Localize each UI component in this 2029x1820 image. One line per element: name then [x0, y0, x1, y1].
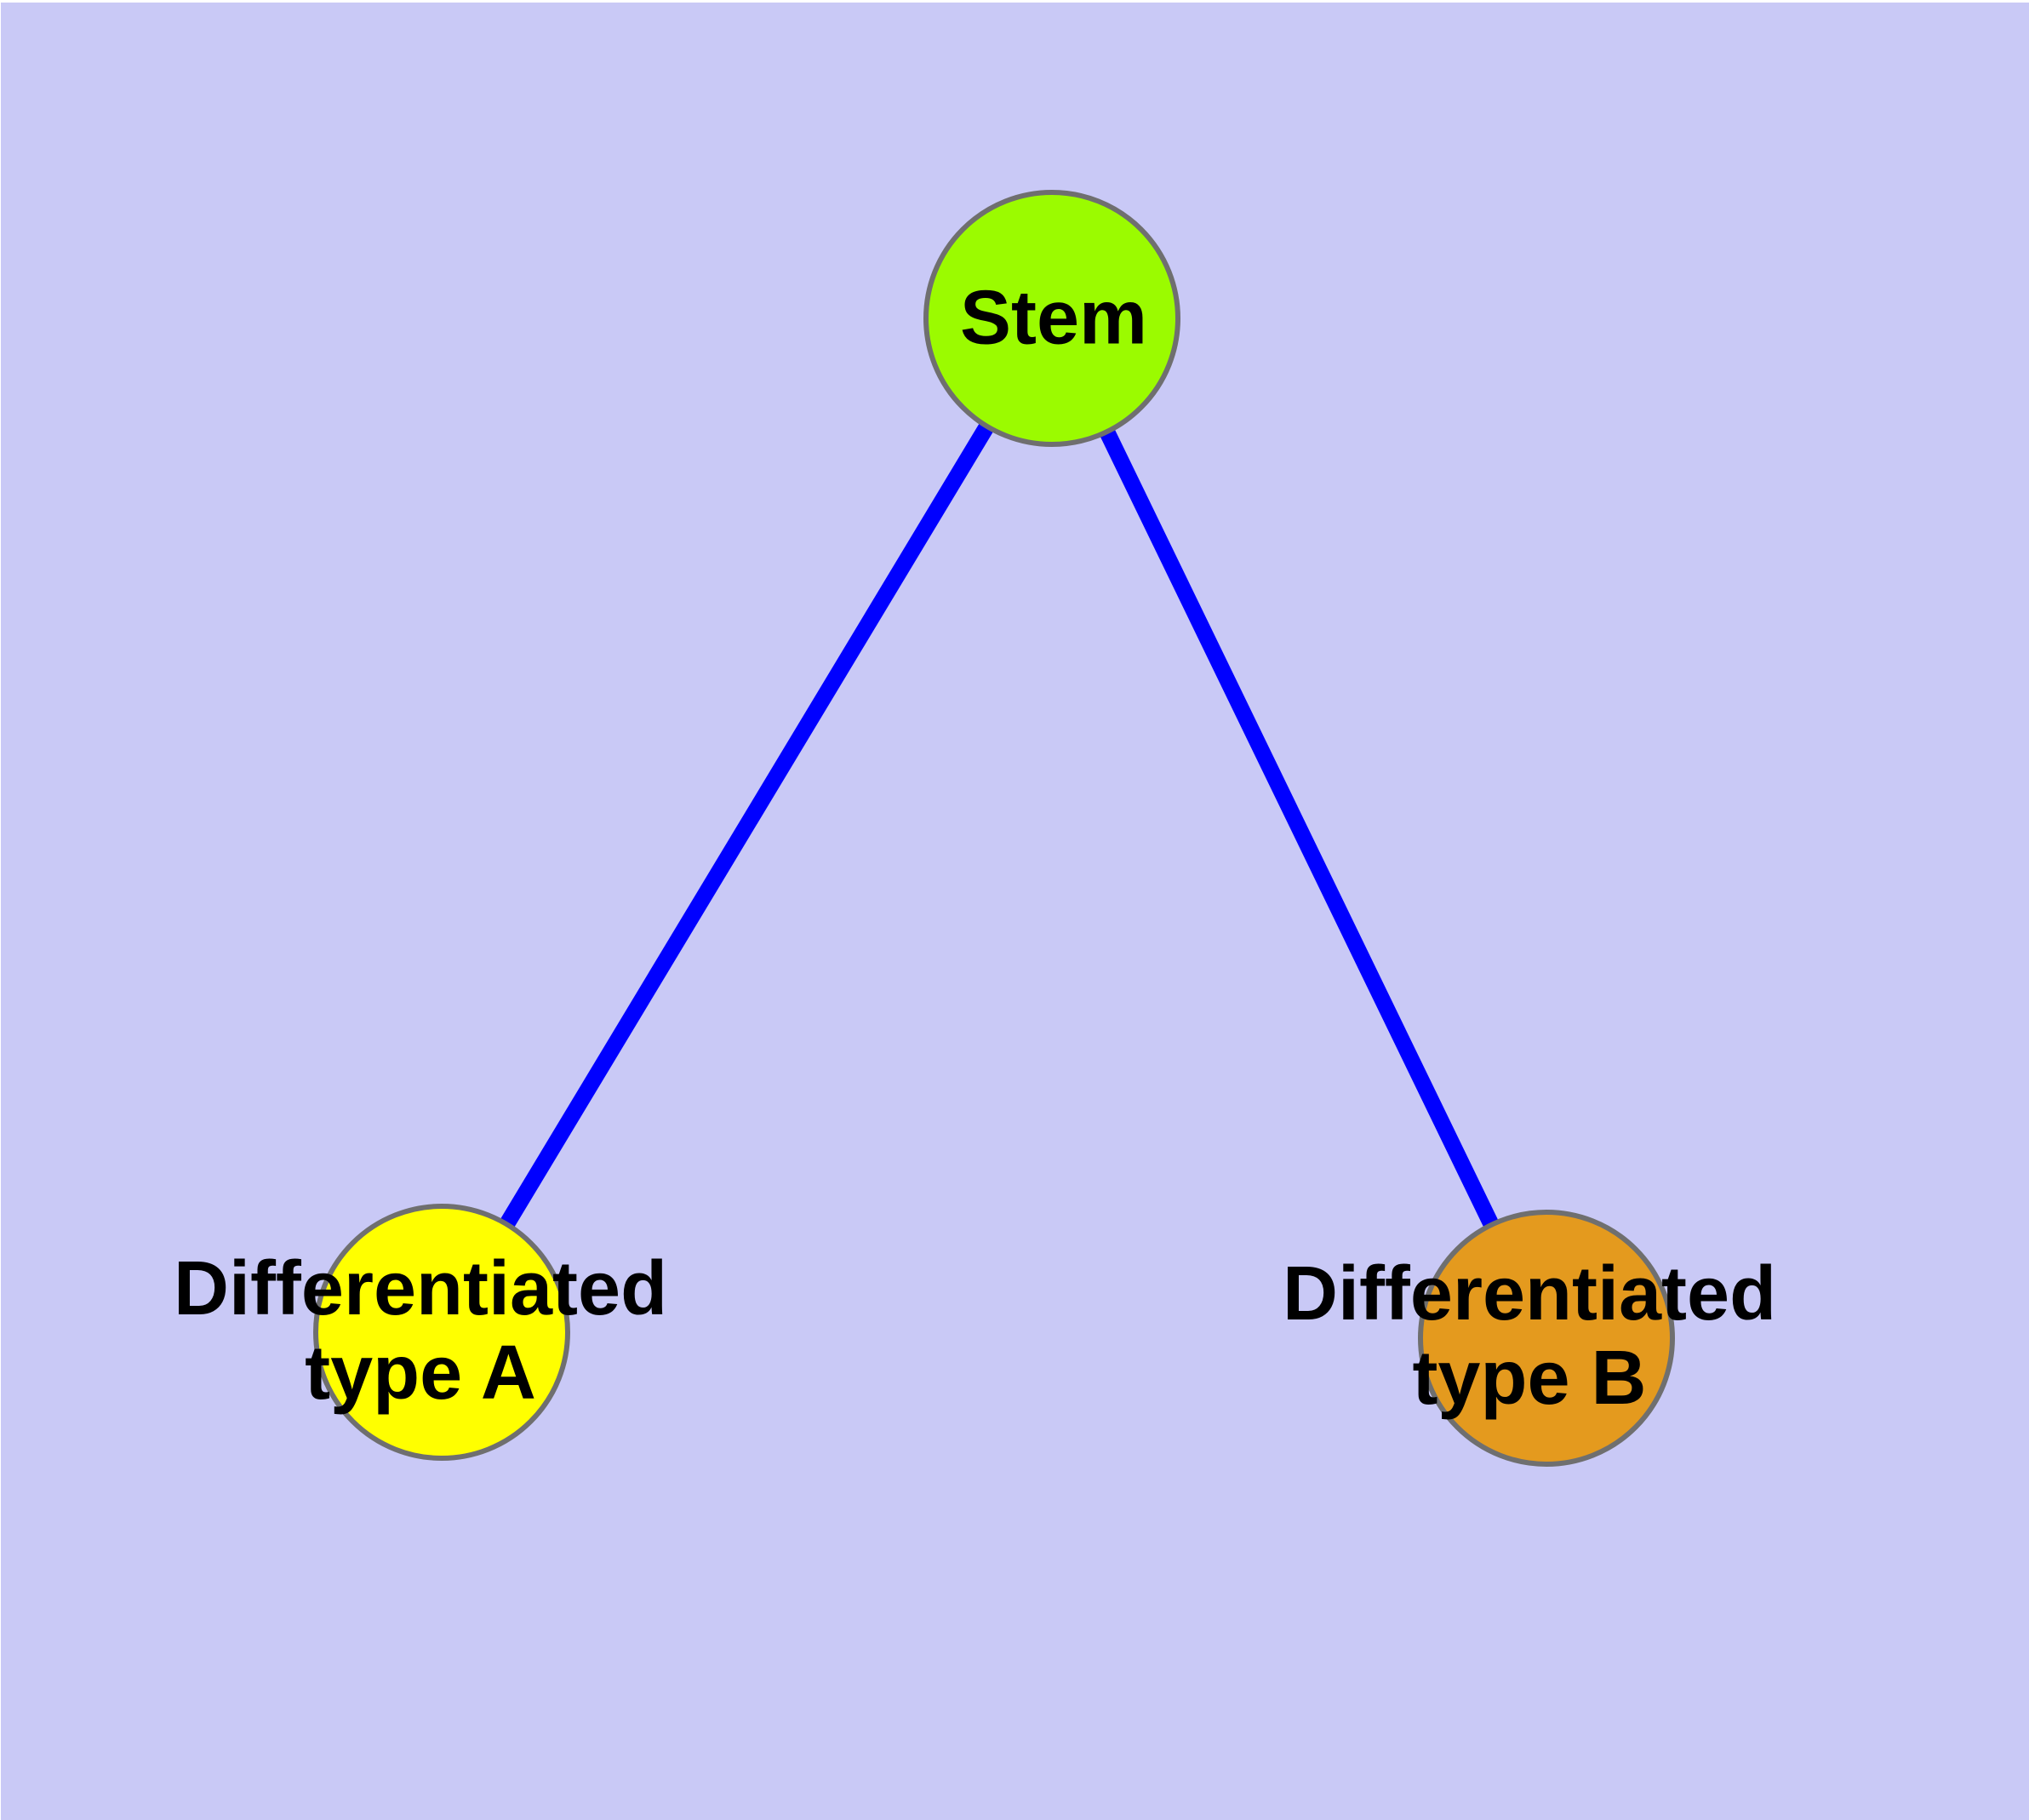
node-layer	[313, 190, 1675, 1467]
edge-stem-to-diff-b	[1044, 314, 1554, 1342]
node-stem	[923, 190, 1180, 447]
node-diff-b	[1418, 1210, 1675, 1467]
node-diff-a	[313, 1204, 570, 1461]
edge-layer	[434, 314, 1554, 1342]
edge-stem-to-diff-a	[434, 314, 1060, 1336]
